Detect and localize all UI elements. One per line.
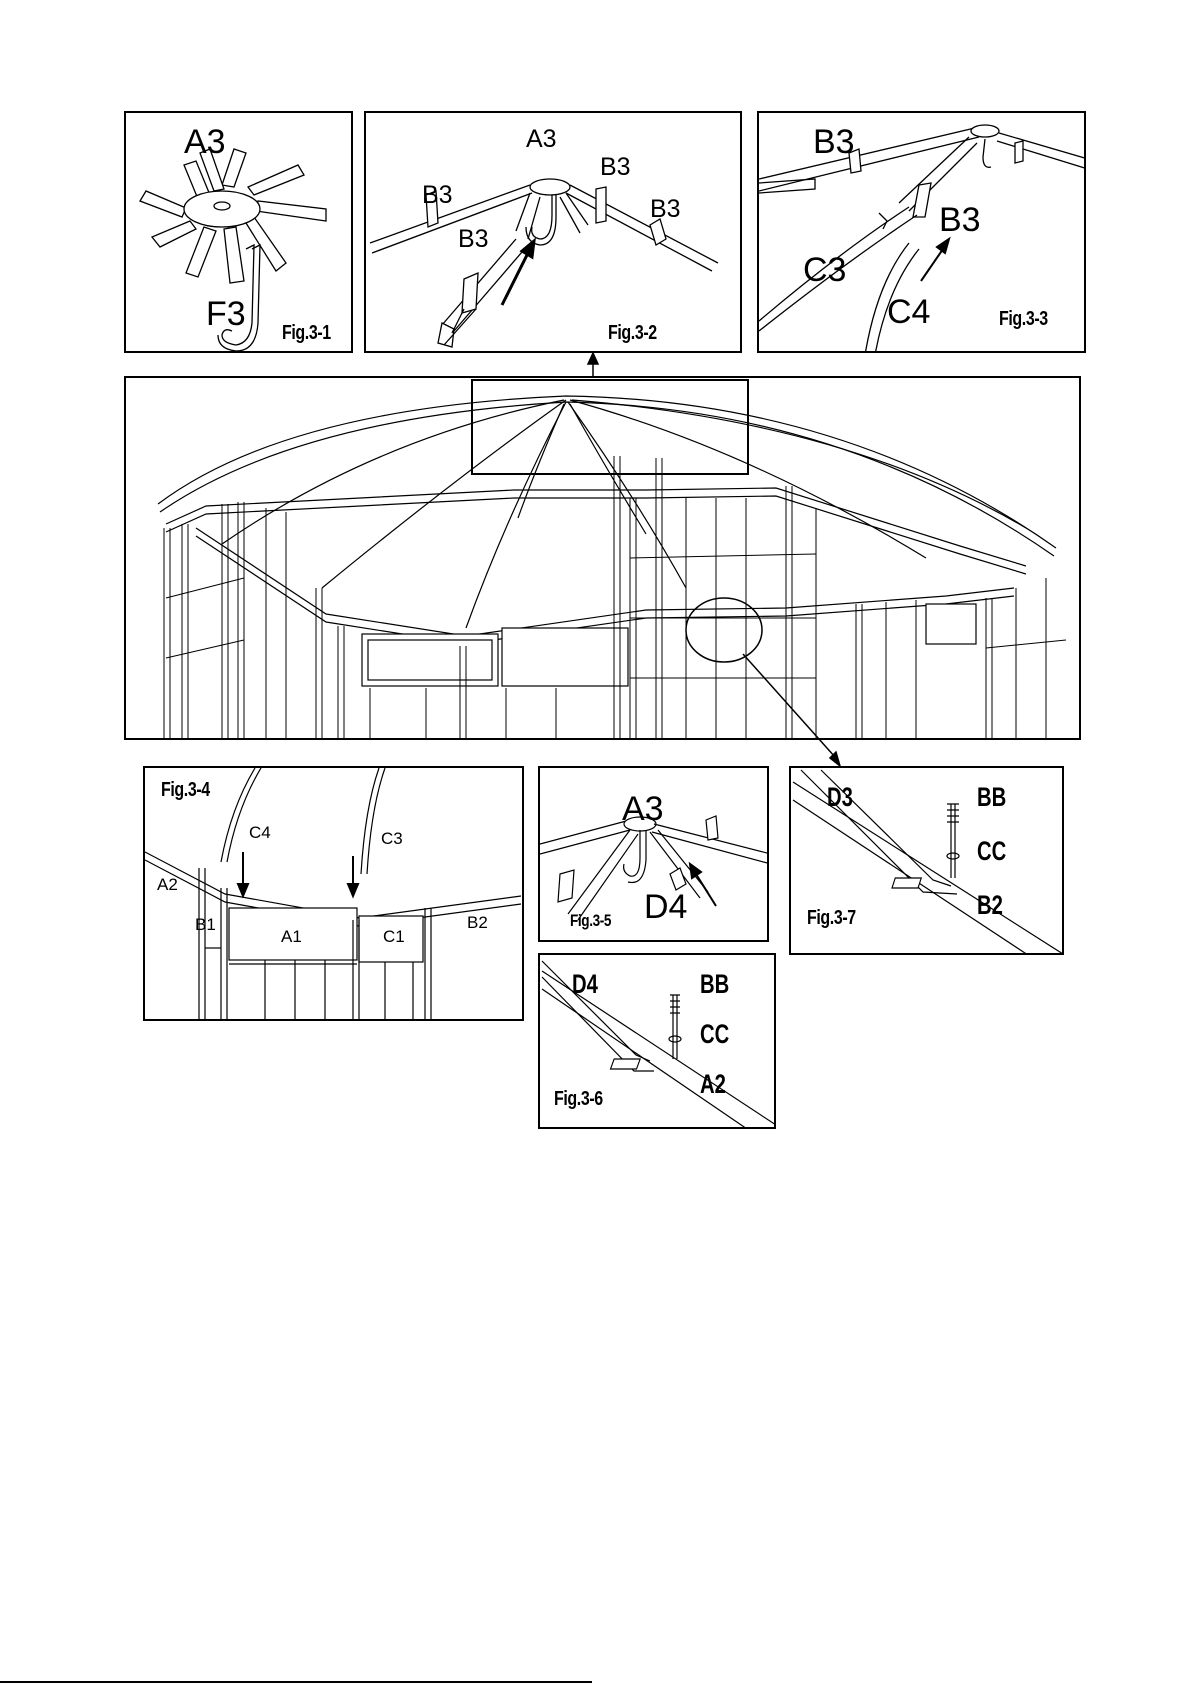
- figure-caption: Fig.3-7: [807, 908, 856, 928]
- part-label-b3: B3: [458, 227, 489, 252]
- figure-caption: Fig.3-1: [282, 323, 331, 343]
- part-label-b3: B3: [422, 183, 453, 208]
- part-label-a3: A3: [184, 125, 226, 159]
- part-label-c3: C3: [803, 253, 846, 287]
- part-label-bb: BB: [700, 971, 729, 998]
- figure-caption: Fig.3-5: [570, 912, 611, 929]
- part-label-a3: A3: [622, 792, 664, 826]
- figure-caption: Fig.3-4: [161, 780, 210, 800]
- part-label-a2: A2: [700, 1071, 726, 1098]
- part-label-d4: D4: [644, 890, 687, 924]
- part-label-c4: C4: [249, 824, 271, 841]
- footer-rule: [0, 1681, 592, 1683]
- part-label-d4: D4: [572, 971, 598, 998]
- fig3-3-panel: B3 B3 C3 C4 Fig.3-3: [757, 111, 1086, 353]
- part-label-cc: CC: [977, 838, 1006, 865]
- part-label-c4: C4: [887, 295, 930, 329]
- part-label-bb: BB: [977, 784, 1006, 811]
- figure-caption: Fig.3-2: [608, 323, 657, 343]
- fig3-1-panel: A3 F3 Fig.3-1: [124, 111, 353, 353]
- part-label-b3: B3: [600, 155, 631, 180]
- part-label-f3: F3: [206, 297, 246, 331]
- part-label-d3: D3: [827, 784, 853, 811]
- part-label-c1: C1: [383, 928, 405, 945]
- part-label-a2: A2: [157, 876, 178, 893]
- fig3-4-panel: Fig.3-4 C4 C3 A2 B1 A1 C1 B2: [143, 766, 524, 1021]
- part-label-b3: B3: [939, 203, 981, 237]
- part-label-b3: B3: [650, 197, 681, 222]
- part-label-b3: B3: [813, 125, 855, 159]
- part-label-cc: CC: [700, 1021, 729, 1048]
- part-label-b1: B1: [195, 916, 216, 933]
- part-label-c3: C3: [381, 830, 403, 847]
- fig3-7-panel: D3 BB CC B2 Fig.3-7: [789, 766, 1064, 955]
- fig3-2-panel: A3 B3 B3 B3 B3 Fig.3-2: [364, 111, 742, 353]
- fig3-5-panel: A3 D4 Fig.3-5: [538, 766, 769, 942]
- figure-caption: Fig.3-3: [999, 309, 1048, 329]
- part-label-a1: A1: [281, 928, 302, 945]
- fig3-6-panel: D4 BB CC A2 Fig.3-6: [538, 953, 776, 1129]
- main-gazebo-panel: [124, 376, 1081, 740]
- part-label-b2: B2: [977, 892, 1003, 919]
- gazebo-overview-drawing: [126, 378, 1081, 740]
- fig3-4-drawing: [145, 768, 524, 1021]
- part-label-b2: B2: [467, 914, 488, 931]
- figure-caption: Fig.3-6: [554, 1089, 603, 1109]
- part-label-a3: A3: [526, 127, 557, 152]
